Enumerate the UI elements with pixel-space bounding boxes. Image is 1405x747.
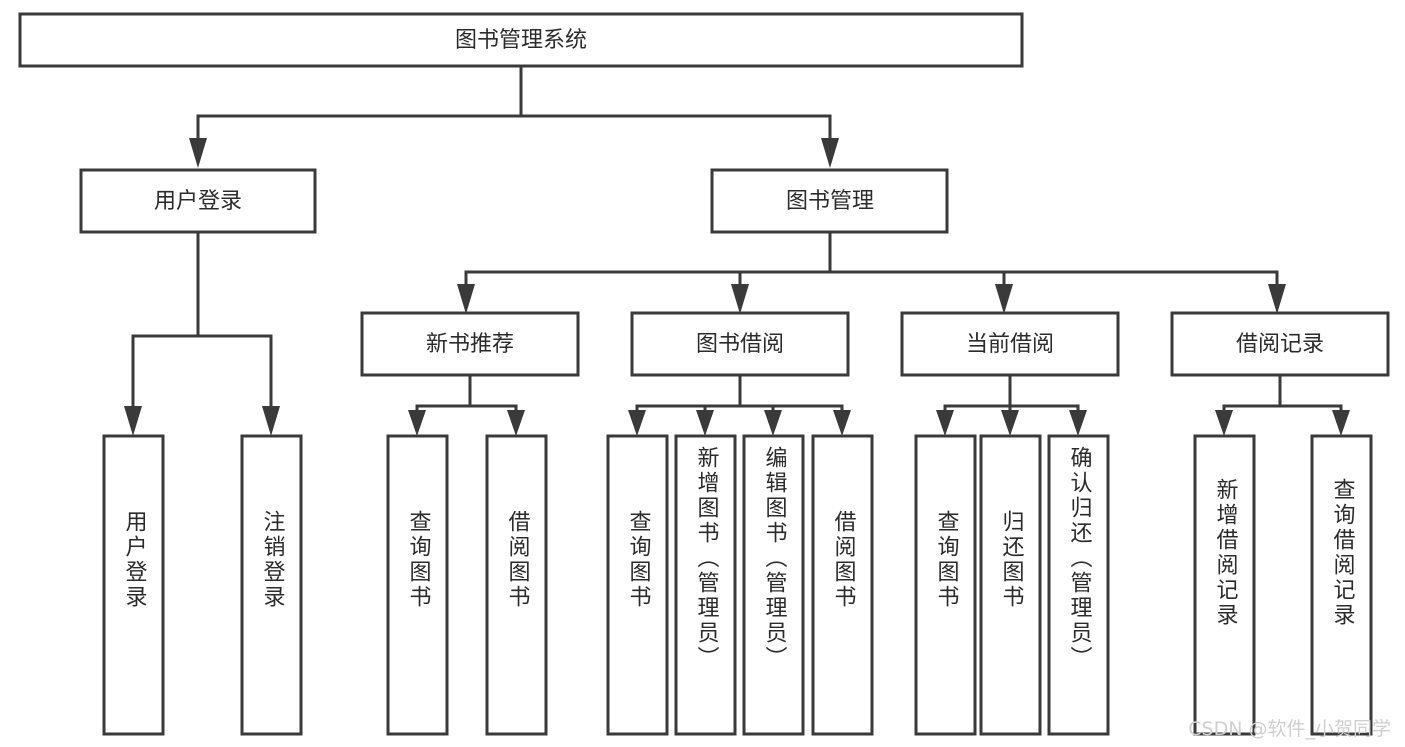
arrow-head-leaf-query-book-1 [408, 410, 426, 436]
node-leaf-borrow-book-1-box[interactable] [485, 434, 548, 736]
node-book-manage-label: 图书管理 [786, 189, 874, 214]
node-borrow-record-box[interactable] [1170, 311, 1390, 377]
node-book-borrow-box[interactable] [630, 311, 850, 377]
node-leaf-query-book-3-box[interactable] [914, 434, 977, 736]
node-user-login-box[interactable] [79, 168, 317, 234]
node-leaf-add-book-box[interactable] [674, 434, 737, 736]
node-root-box[interactable] [18, 12, 1024, 68]
node-leaf-add-record-box[interactable] [1193, 434, 1256, 736]
arrow-head-leaf-confirm-return [1069, 410, 1087, 436]
arrow-head-book-manage [821, 138, 839, 168]
arrow-head-leaf-query-record [1332, 410, 1350, 436]
connector-group-book-borrow [628, 373, 851, 436]
node-leaf-user-login-box[interactable] [102, 434, 165, 736]
node-user-login-label: 用户登录 [154, 189, 242, 214]
node-leaf-query-book-1-box[interactable] [386, 434, 449, 736]
node-borrow-record-label: 借阅记录 [1236, 332, 1324, 357]
node-book-manage-box[interactable] [710, 168, 949, 234]
arrow-head-book-borrow [731, 284, 749, 314]
node-leaf-confirm-return-box[interactable] [1047, 434, 1110, 736]
arrow-head-leaf-add-record [1215, 410, 1233, 436]
arrow-head-current-borrow [995, 284, 1013, 314]
connector-group-current-borrow [936, 373, 1087, 436]
node-book-manage[interactable]: 图书管理 [710, 168, 949, 234]
csdn-watermark: CSDN @软件_小贺同学 [1188, 718, 1391, 740]
arrow-head-leaf-edit-book [764, 410, 782, 436]
node-root[interactable]: 图书管理系统 [18, 12, 1024, 68]
node-new-book-recommend-box[interactable] [360, 311, 580, 377]
node-current-borrow[interactable]: 当前借阅 [900, 311, 1120, 377]
arrow-head-new-book-recommend [457, 284, 475, 314]
arrow-head-leaf-add-book [696, 410, 714, 436]
arrow-head-borrow-record [1268, 284, 1286, 314]
connector-group-book-manage [457, 230, 1286, 314]
connector-group-new-book-recommend [408, 373, 525, 436]
arrow-head-leaf-user-logout [262, 406, 280, 436]
node-leaf-user-logout-box[interactable] [240, 434, 303, 736]
node-leaf-borrow-book-2-box[interactable] [811, 434, 874, 736]
arrow-head-user-login [189, 138, 207, 168]
node-leaf-query-record-box[interactable] [1310, 434, 1373, 736]
node-leaf-return-book-box[interactable] [979, 434, 1042, 736]
node-leaf-edit-book-box[interactable] [742, 434, 805, 736]
arrow-head-leaf-borrow-book-1 [507, 410, 525, 436]
node-current-borrow-box[interactable] [900, 311, 1120, 377]
arrow-head-leaf-query-book-2 [628, 410, 646, 436]
arrow-head-leaf-return-book [1001, 410, 1019, 436]
node-borrow-record[interactable]: 借阅记录 [1170, 311, 1390, 377]
node-root-label: 图书管理系统 [455, 28, 587, 53]
arrow-head-leaf-query-book-3 [936, 410, 954, 436]
connector-group-user-login [124, 230, 280, 436]
connector-group-borrow-record [1215, 373, 1350, 436]
node-book-borrow[interactable]: 图书借阅 [630, 311, 850, 377]
node-leaf-query-book-2-box[interactable] [606, 434, 669, 736]
arrow-head-leaf-user-login [124, 406, 142, 436]
arrow-head-leaf-borrow-book-2 [833, 410, 851, 436]
node-current-borrow-label: 当前借阅 [966, 332, 1054, 357]
node-user-login[interactable]: 用户登录 [79, 168, 317, 234]
node-book-borrow-label: 图书借阅 [696, 332, 784, 357]
node-new-book-recommend-label: 新书推荐 [426, 332, 514, 357]
node-new-book-recommend[interactable]: 新书推荐 [360, 311, 580, 377]
connector-group-root [189, 64, 839, 168]
